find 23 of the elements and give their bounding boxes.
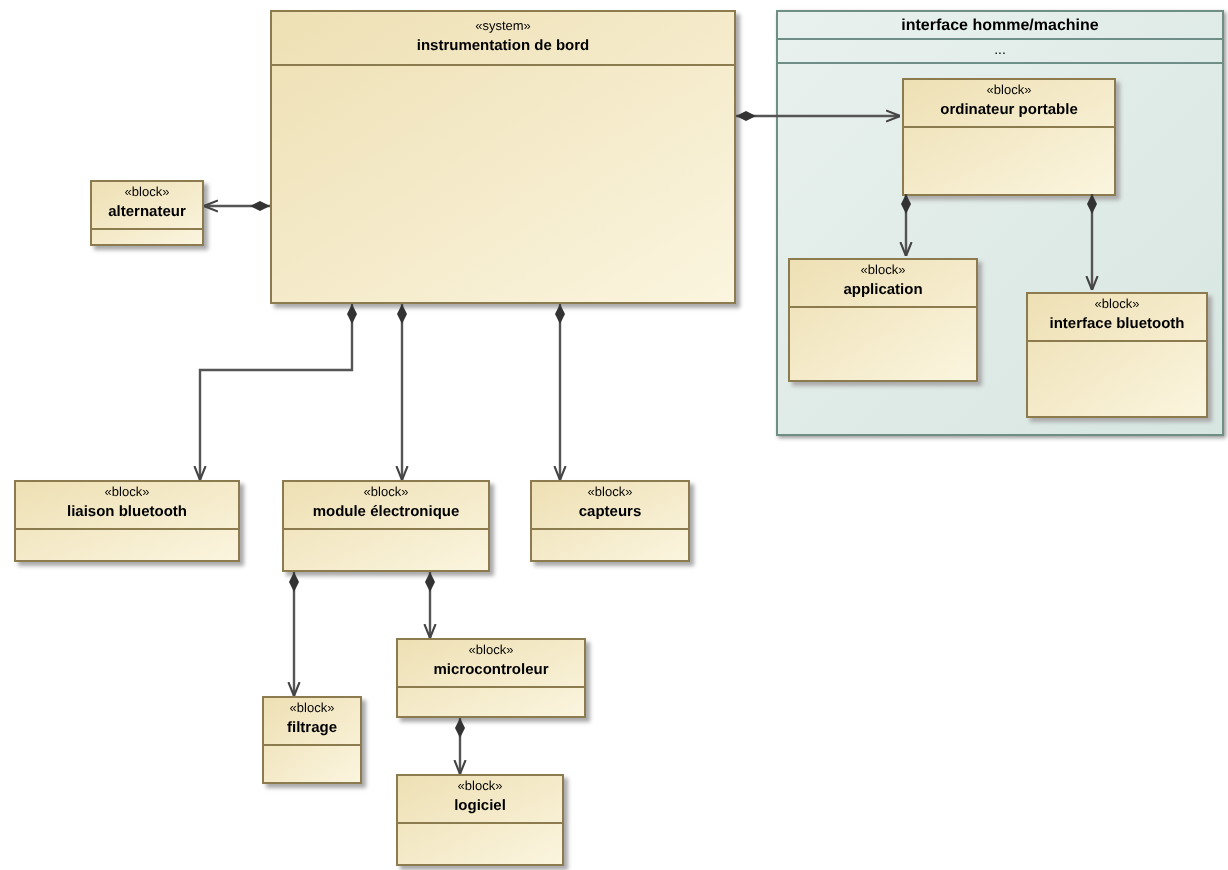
- composition-arrow: [423, 572, 437, 640]
- block-box: [1026, 292, 1208, 418]
- block-box: [902, 78, 1116, 196]
- composition-arrow: [395, 304, 409, 482]
- block-box: [14, 480, 240, 562]
- composition-arrow: [1085, 194, 1099, 292]
- package-frame: [776, 10, 1224, 436]
- block-box: [396, 774, 564, 866]
- composition-arrow: [553, 304, 567, 482]
- block-box: [788, 258, 978, 382]
- composition-arrow: [193, 304, 357, 482]
- block-box: [90, 180, 204, 246]
- composition-arrow: [899, 194, 913, 258]
- block-box: [396, 638, 586, 718]
- block-box: [270, 10, 736, 304]
- block-box: [282, 480, 490, 572]
- composition-arrow: [287, 572, 301, 698]
- composition-arrow: [453, 718, 467, 776]
- frame-title: interface homme/machine: [901, 17, 1099, 33]
- block-box: [262, 696, 362, 784]
- block-box: [530, 480, 690, 562]
- composition-arrow: [736, 109, 902, 123]
- composition-arrow: [202, 199, 270, 213]
